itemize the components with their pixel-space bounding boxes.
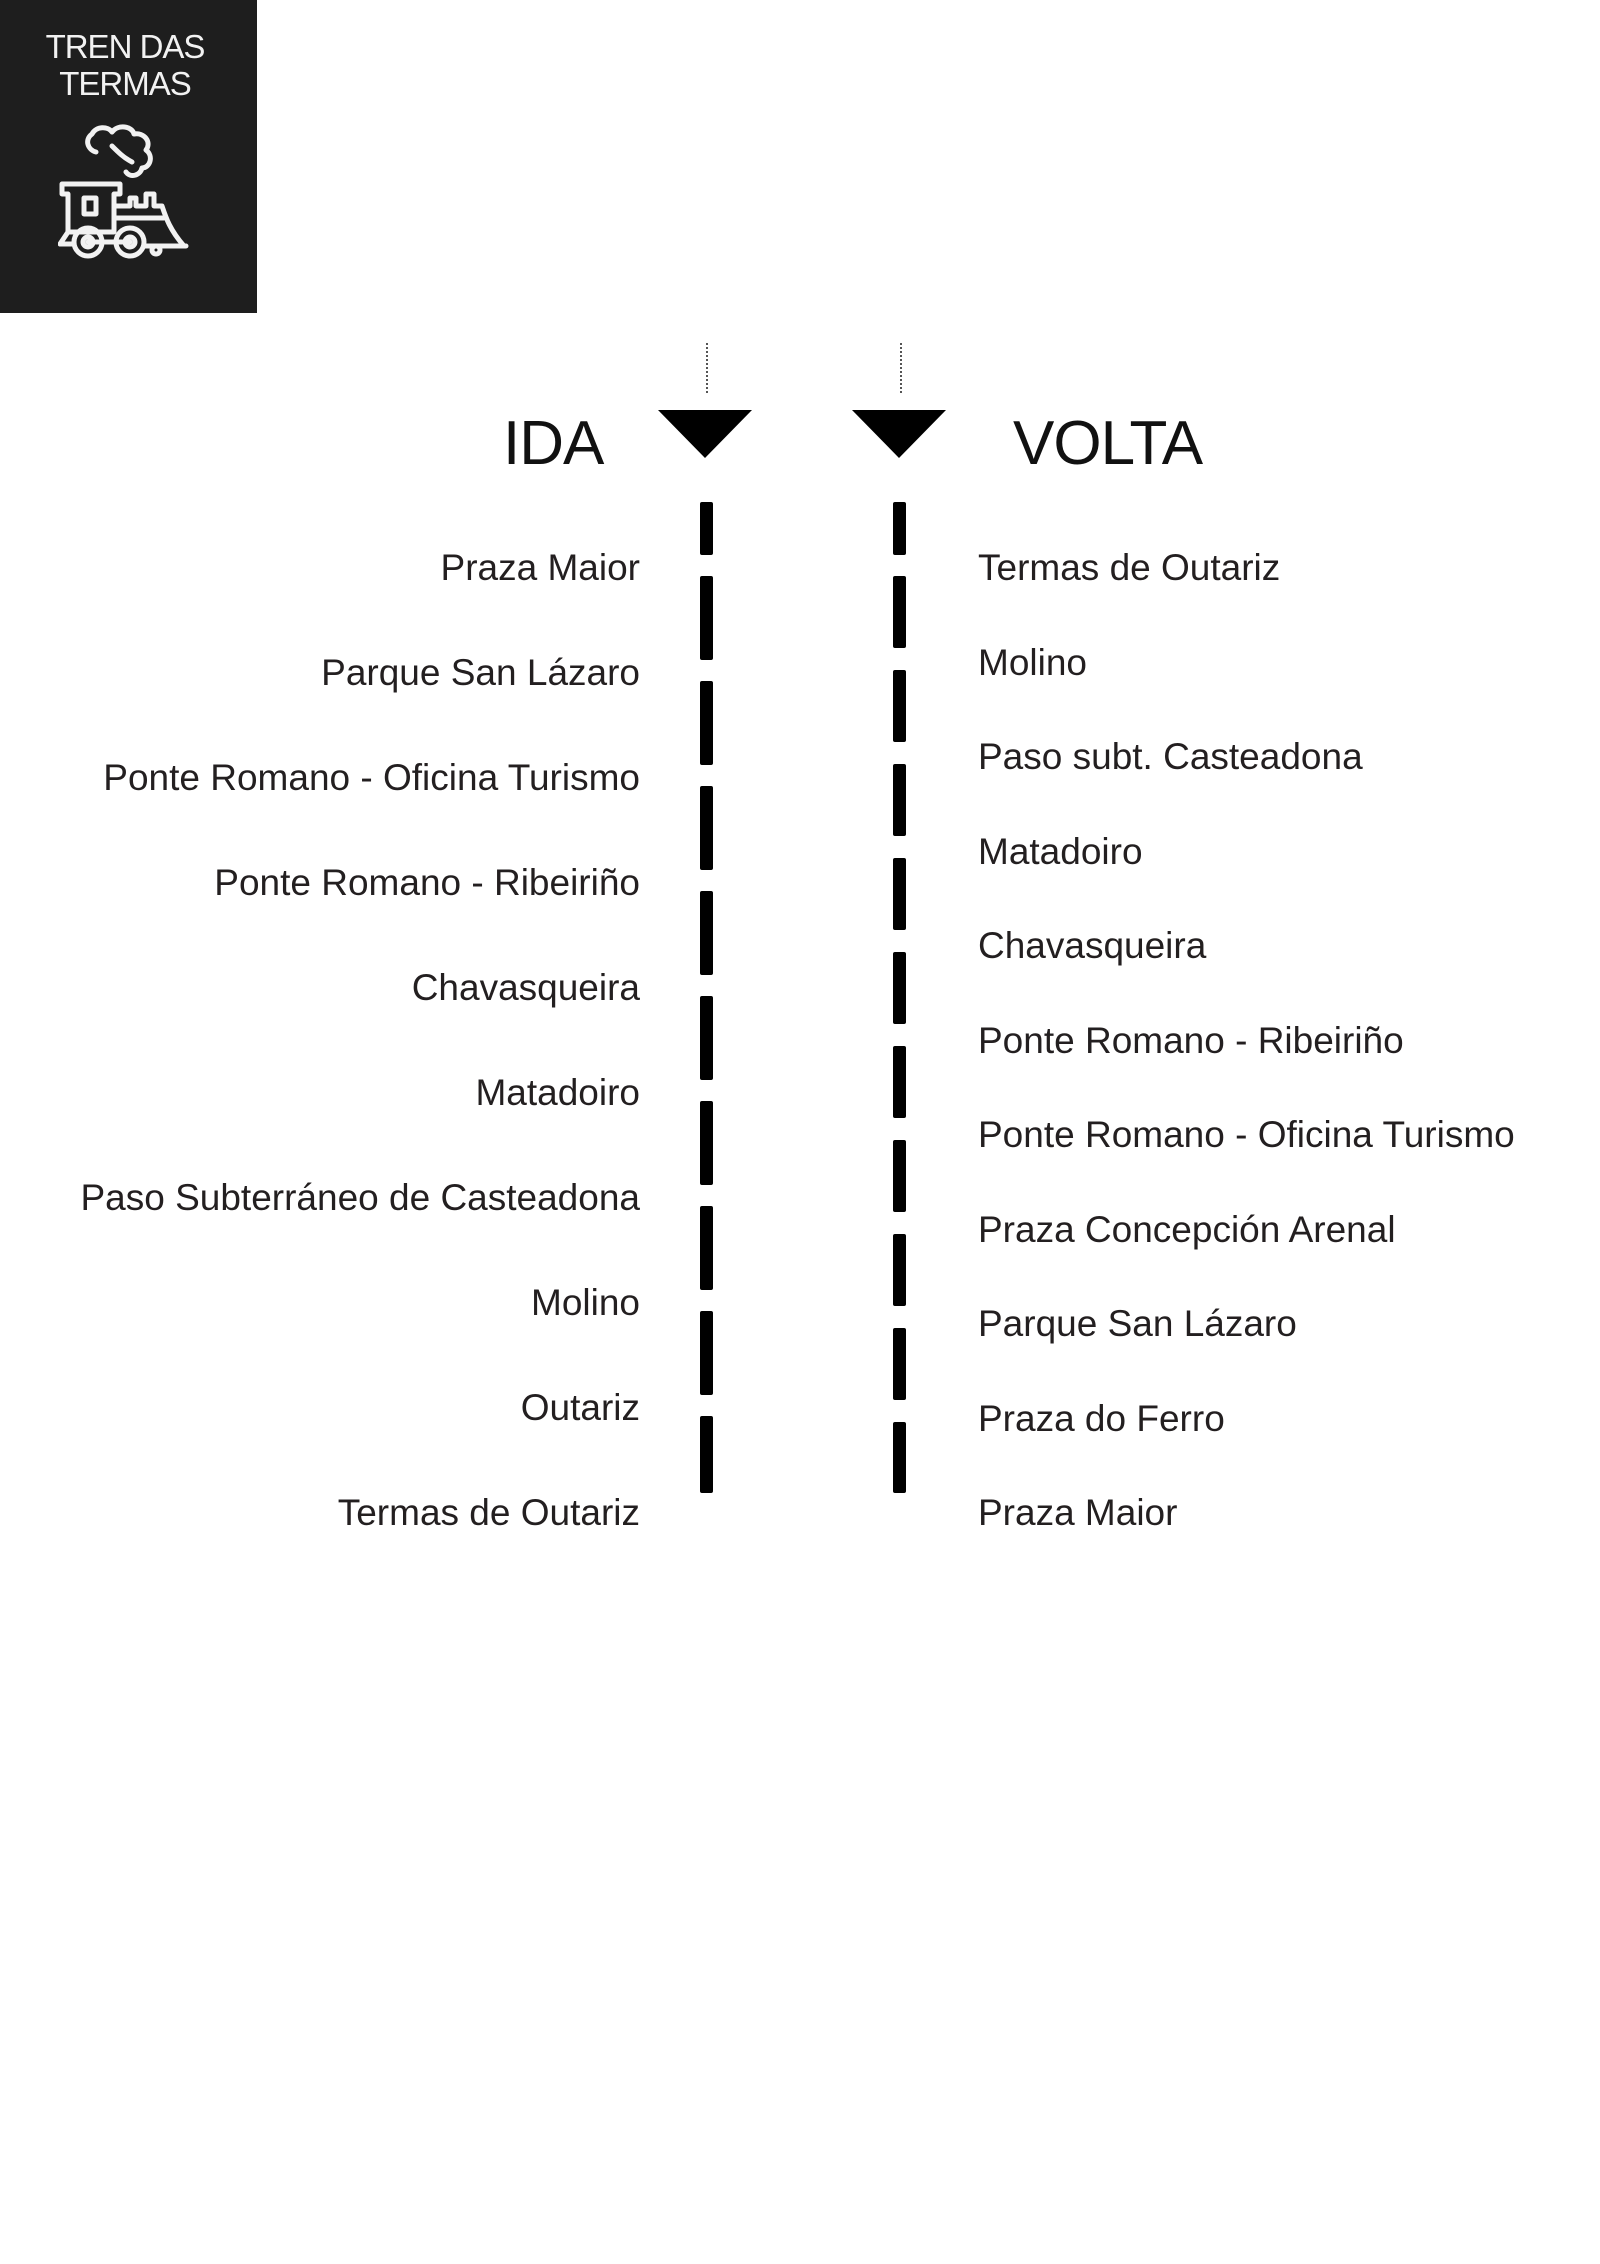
volta-stop: Matadoiro (978, 831, 1143, 872)
ida-stop: Ponte Romano - Ribeiriño (214, 862, 640, 903)
ida-track-line (700, 502, 713, 1493)
ida-heading: IDA (503, 409, 604, 478)
volta-stop: Parque San Lázaro (978, 1303, 1297, 1344)
volta-stop: Chavasqueira (978, 925, 1207, 966)
logo-badge: TREN DAS TERMAS (0, 0, 257, 313)
volta-stop: Ponte Romano - Oficina Turismo (978, 1114, 1515, 1155)
volta-stop: Praza do Ferro (978, 1398, 1225, 1439)
ida-stop: Outariz (520, 1387, 640, 1428)
ida-stop: Chavasqueira (411, 967, 640, 1008)
ida-stop: Parque San Lázaro (321, 652, 640, 693)
ida-stop: Ponte Romano - Oficina Turismo (103, 757, 640, 798)
ida-stop: Paso Subterráneo de Casteadona (80, 1177, 640, 1218)
volta-stop: Praza Concepción Arenal (978, 1209, 1396, 1250)
volta-stop: Ponte Romano - Ribeiriño (978, 1020, 1404, 1061)
volta-dotted-guide (900, 343, 902, 393)
volta-heading: VOLTA (1013, 409, 1203, 478)
logo-title-line1: TREN DAS (45, 28, 206, 65)
volta-stop: Paso subt. Casteadona (978, 736, 1363, 777)
ida-dotted-guide (706, 343, 708, 393)
ida-stop: Termas de Outariz (337, 1492, 640, 1533)
volta-stop: Praza Maior (978, 1492, 1178, 1533)
volta-down-triangle-icon (852, 410, 946, 458)
ida-stop: Matadoiro (475, 1072, 640, 1113)
logo-title: TREN DAS TERMAS (0, 28, 250, 102)
volta-track-line (893, 502, 906, 1493)
steam-train-icon (58, 124, 189, 259)
volta-stop: Termas de Outariz (978, 547, 1281, 588)
logo-title-line2: TERMAS (59, 65, 192, 102)
ida-down-triangle-icon (658, 410, 752, 458)
volta-stop: Molino (978, 642, 1087, 683)
ida-stop: Praza Maior (440, 547, 640, 588)
ida-stop: Molino (531, 1282, 640, 1323)
